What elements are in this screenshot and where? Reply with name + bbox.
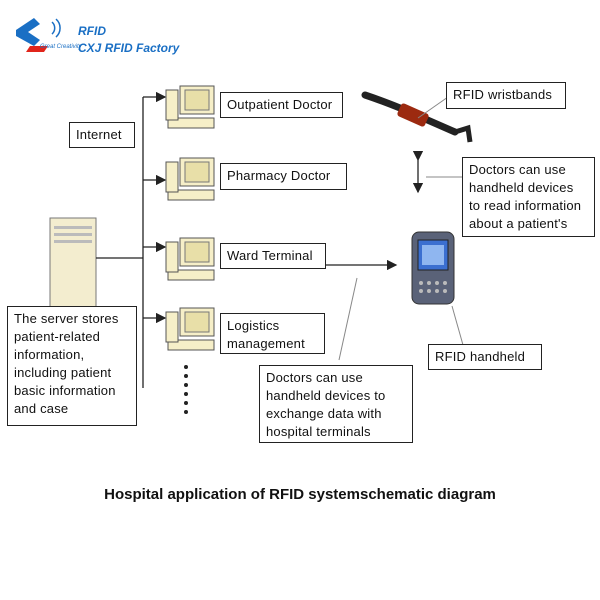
logo-company: CXJ RFID Factory — [78, 41, 180, 55]
server-line-1: The server stores — [14, 311, 119, 326]
rfid-handheld-icon — [411, 231, 455, 305]
ward-terminal-text: Ward Terminal — [227, 248, 313, 263]
server-line-6: and case — [14, 401, 69, 416]
label-internet: Internet — [69, 122, 135, 148]
note-doctors-read: Doctors can use handheld devices to read… — [462, 157, 595, 237]
doctors-exchange-line-3: exchange data with — [266, 406, 382, 421]
server-line-4: including patient — [14, 365, 112, 380]
server-line-3: information, — [14, 347, 85, 362]
doctors-exchange-line-4: hospital terminals — [266, 424, 371, 439]
computer-icon-ward — [165, 237, 215, 281]
outpatient-doctor-text: Outpatient Doctor — [227, 97, 333, 112]
doctors-exchange-line-1: Doctors can use — [266, 370, 363, 385]
logo-brand: RFID — [78, 24, 106, 38]
doctors-read-line-1: Doctors can use — [469, 162, 566, 177]
computer-icon-pharmacy — [165, 157, 215, 201]
computer-icon-logistics — [165, 307, 215, 351]
more-terminals-dots — [184, 365, 188, 414]
label-rfid-handheld: RFID handheld — [428, 344, 542, 370]
note-server-stores: The server stores patient-related inform… — [7, 306, 137, 426]
doctors-read-line-2: handheld devices — [469, 180, 574, 195]
logistics-line-1: Logistics — [227, 318, 280, 333]
pharmacy-doctor-text: Pharmacy Doctor — [227, 168, 331, 183]
doctors-read-line-4: about a patient's — [469, 216, 568, 231]
label-outpatient-doctor: Outpatient Doctor — [220, 92, 343, 118]
rfid-wristband-icon — [361, 91, 473, 143]
label-ward-terminal: Ward Terminal — [220, 243, 326, 269]
wristbands-text: RFID wristbands — [453, 87, 553, 102]
handheld-text: RFID handheld — [435, 349, 526, 364]
computer-icon-outpatient — [165, 85, 215, 129]
logo-tagline: Great Creativity — [40, 44, 82, 50]
label-logistics-management: Logistics management — [220, 313, 325, 354]
label-rfid-wristbands: RFID wristbands — [446, 82, 566, 109]
doctors-read-line-3: to read information — [469, 198, 582, 213]
server-line-5: basic information — [14, 383, 116, 398]
note-doctors-exchange: Doctors can use handheld devices to exch… — [259, 365, 413, 443]
server-icon — [49, 217, 97, 311]
label-pharmacy-doctor: Pharmacy Doctor — [220, 163, 347, 190]
logistics-line-2: management — [227, 336, 305, 351]
diagram-caption: Hospital application of RFID systemschem… — [104, 486, 496, 503]
server-line-2: patient-related — [14, 329, 101, 344]
doctors-exchange-line-2: handheld devices to — [266, 388, 386, 403]
internet-text: Internet — [76, 127, 122, 142]
